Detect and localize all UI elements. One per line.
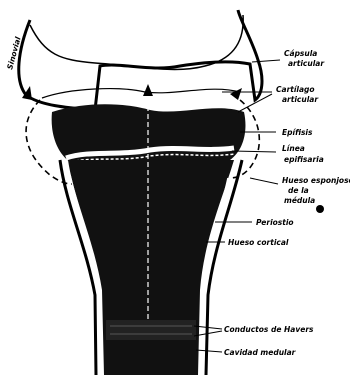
label-epifisis: Epífisis	[282, 128, 313, 137]
label-hueso-cortical: Hueso cortical	[228, 238, 289, 247]
leader-cavidad	[196, 350, 222, 352]
marrow-dot	[316, 205, 324, 213]
leader-capsula	[252, 60, 280, 62]
articular-cartilage	[42, 89, 240, 98]
havers-canals-band	[106, 320, 196, 340]
label-hueso-esponjoso: Hueso esponjoso de la médula	[282, 176, 350, 205]
leader-esponjoso	[250, 178, 278, 184]
diaphysis-shaft	[68, 160, 234, 375]
label-capsula: Cápsula articular	[284, 49, 325, 68]
leader-linea	[232, 151, 276, 152]
label-cartilago: Cartílago articular	[276, 85, 319, 104]
arrow-head-top	[143, 84, 153, 96]
joint-capsule-outline	[19, 10, 262, 110]
label-periostio: Periostio	[256, 218, 294, 227]
label-linea: Línea epifisaria	[282, 144, 324, 164]
label-cavidad: Cavidad medular	[224, 348, 297, 357]
label-conductos: Conductos de Havers	[224, 325, 314, 334]
